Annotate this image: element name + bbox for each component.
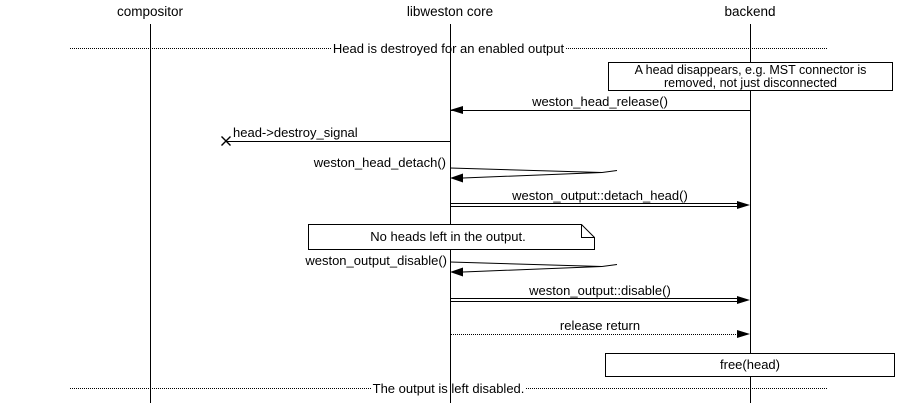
- box-free-head-label: free(head): [720, 357, 780, 372]
- lifeline-backend: [750, 24, 751, 403]
- box-free-head: free(head): [605, 353, 895, 377]
- message-label-output-detach-head: weston_output::detach_head(): [512, 188, 688, 203]
- note-head-disappears: A head disappears, e.g. MST connector is…: [608, 62, 893, 91]
- arrowhead-right-icon: [737, 296, 750, 304]
- divider-label: The output is left disabled.: [372, 381, 525, 396]
- lifeline-compositor: [150, 24, 151, 403]
- message-label-disable-vfunc: weston_output::disable(): [529, 283, 671, 298]
- message-label-output-disable: weston_output_disable(): [305, 253, 447, 268]
- note-head-disappears-line-2: removed, not just disconnected: [663, 76, 838, 90]
- entity-label-libweston-core: libweston core: [406, 4, 494, 19]
- divider-head-destroyed: Head is destroyed for an enabled output: [70, 41, 827, 56]
- arrowhead-right-icon: [737, 201, 750, 209]
- lost-message-x-icon: [221, 136, 231, 146]
- message-line-destroy-signal: [227, 141, 450, 142]
- message-label-destroy-signal: head->destroy_signal: [233, 125, 358, 140]
- message-line-detach-head-upper: [450, 203, 738, 204]
- self-call-arrow-icon: [450, 261, 618, 277]
- message-line-head-release: [450, 110, 750, 111]
- lifeline-libweston-core: [450, 24, 451, 403]
- note-no-heads-label: No heads left in the output.: [370, 229, 526, 244]
- message-label-release-return: release return: [559, 318, 641, 333]
- message-label-head-detach: weston_head_detach(): [313, 155, 446, 170]
- divider-label: Head is destroyed for an enabled output: [332, 41, 565, 56]
- arrowhead-right-icon: [737, 330, 750, 338]
- message-label-head-release: weston_head_release(): [532, 94, 668, 109]
- self-call-arrow-icon: [450, 167, 618, 183]
- divider-dotted-line: [566, 48, 827, 49]
- divider-dotted-line: [526, 388, 828, 389]
- message-line-detach-head-lower: [450, 206, 738, 207]
- divider-output-disabled: The output is left disabled.: [70, 381, 828, 396]
- note-fold-icon: [581, 224, 595, 238]
- entity-label-backend: backend: [724, 4, 776, 19]
- note-head-disappears-line-1: A head disappears, e.g. MST connector is: [634, 63, 867, 77]
- divider-dotted-line: [70, 388, 371, 389]
- message-line-disable-upper: [450, 298, 738, 299]
- divider-dotted-line: [70, 48, 331, 49]
- entity-label-compositor: compositor: [116, 4, 184, 19]
- message-line-disable-lower: [450, 301, 738, 302]
- message-line-release-return: [450, 334, 738, 335]
- note-no-heads-shape: [308, 224, 595, 250]
- arrowhead-left-icon: [450, 106, 463, 114]
